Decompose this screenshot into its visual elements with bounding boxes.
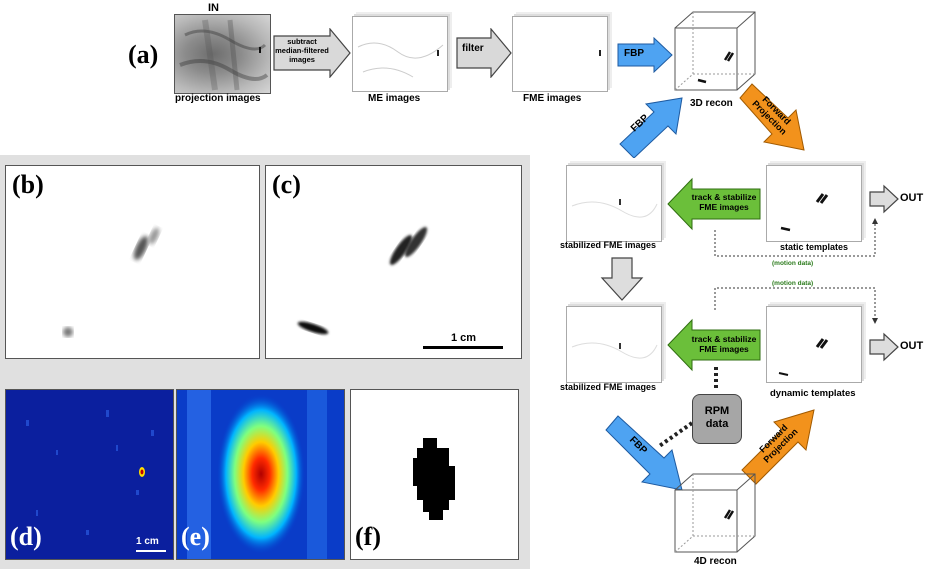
- forward-arrow-1: [739, 83, 805, 151]
- filter-text: filter: [462, 43, 484, 54]
- panel-b: (b): [5, 165, 260, 359]
- recon4d-caption: 4D recon: [694, 556, 737, 567]
- stabilized-images-2: [566, 306, 662, 383]
- panel-c-image: [297, 226, 503, 349]
- panel-c: (c) 1 cm: [265, 165, 522, 359]
- stabilized-texture-1: [571, 199, 658, 218]
- forward-arrow-2: [741, 409, 815, 485]
- track-text-1: track & stabilize FME images: [691, 192, 757, 212]
- dynamic-caption: dynamic templates: [770, 388, 856, 399]
- panel-f-label: (f): [355, 522, 381, 551]
- fbp-arrow-2: [619, 97, 683, 158]
- projection-image: [174, 14, 271, 94]
- out-arrow-2: [869, 332, 899, 362]
- stabilized-texture-2: [571, 342, 658, 359]
- subtract-text: subtract median-filtered images: [275, 37, 329, 64]
- static-templates-texture: [780, 193, 829, 232]
- fbp-text-1: FBP: [624, 48, 644, 59]
- motion-line-2: [714, 287, 878, 324]
- fme-texture: [599, 50, 601, 56]
- track-arrow-2: [667, 318, 761, 372]
- rpm-text: RPM data: [704, 405, 730, 430]
- rpm-box: RPM data: [692, 394, 742, 444]
- panel-f-image: [413, 438, 455, 520]
- recon-3d-cube: [674, 11, 756, 91]
- panel-d: (d) 1 cm: [5, 389, 174, 560]
- recon3d-caption: 3D recon: [690, 98, 733, 109]
- subtract-arrow: [273, 28, 351, 78]
- stabilized-images-1: [566, 165, 662, 242]
- recon-4d-cube: [674, 473, 756, 553]
- stab1-caption: stabilized FME images: [560, 240, 657, 250]
- me-texture: [357, 42, 444, 78]
- fbp-arrow-1: [617, 37, 673, 73]
- panel-f: (f): [350, 389, 519, 560]
- panel-b-image: [63, 227, 160, 337]
- panel-e-label: (e): [181, 522, 210, 551]
- dynamic-templates-texture: [778, 338, 829, 376]
- panel-d-image: [6, 390, 173, 559]
- panel-c-label: (c): [272, 170, 301, 199]
- out-text-1: OUT: [900, 192, 924, 204]
- panel-e-image: [177, 390, 344, 559]
- static-caption: static templates: [780, 242, 849, 252]
- fme-images: [512, 16, 608, 92]
- fbp-arrow-3: [605, 415, 683, 491]
- scale-c-text: 1 cm: [451, 332, 477, 344]
- out-arrow-1: [869, 184, 899, 214]
- fme-caption: FME images: [523, 93, 582, 104]
- projection-texture: [179, 19, 269, 91]
- panel-a-label: (a): [128, 40, 159, 69]
- motion-text-1: (motion data): [772, 260, 814, 267]
- me-images: [352, 16, 448, 92]
- static-templates: [766, 165, 862, 242]
- rpm-connections: [656, 367, 718, 449]
- motion-line-1: [714, 218, 878, 257]
- projection-caption: projection images: [175, 93, 261, 104]
- panel-b-label: (b): [12, 170, 44, 199]
- me-caption: ME images: [368, 93, 421, 104]
- gray-down-arrow: [600, 257, 644, 301]
- filter-arrow: [456, 28, 512, 78]
- stab2-caption: stabilized FME images: [560, 382, 657, 392]
- in-label: IN: [208, 2, 219, 14]
- panel-d-label: (d): [10, 522, 42, 551]
- track-arrow-1: [667, 177, 761, 231]
- panel-e: (e): [176, 389, 345, 560]
- dynamic-templates: [766, 306, 862, 383]
- out-text-2: OUT: [900, 340, 924, 352]
- scale-d-text: 1 cm: [136, 536, 159, 547]
- track-text-2: track & stabilize FME images: [691, 334, 757, 354]
- motion-text-2: (motion data): [772, 280, 814, 287]
